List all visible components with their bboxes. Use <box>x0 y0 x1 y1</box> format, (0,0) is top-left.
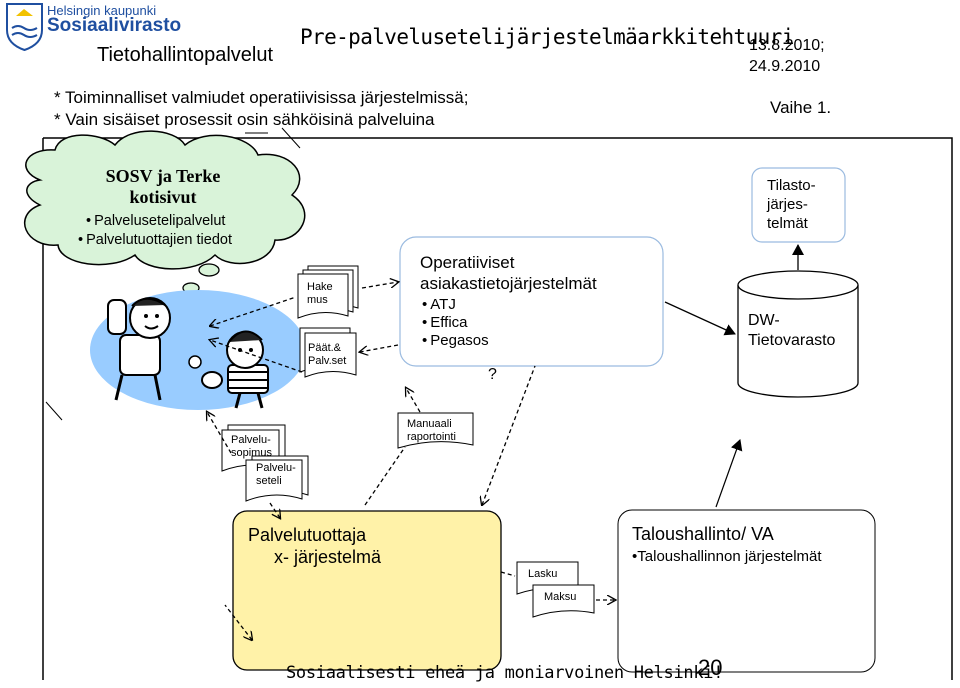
palveluseteli-label-line2: seteli <box>256 475 282 487</box>
customer-cartoon-icon <box>107 297 202 401</box>
cloud-item-list: Palvelusetelipalvelut Palvelutuottajien … <box>78 212 232 250</box>
hakemus-label: Hake mus <box>307 281 333 307</box>
operatiiviset-title: Operatiiviset asiakastietojärjestelmät <box>420 252 597 294</box>
manuaali-label-line2: raportointi <box>407 431 456 443</box>
page-number: 20 <box>698 655 723 680</box>
maksu-document-shape <box>532 584 595 618</box>
footer-slogan: Sosiaalisesti eheä ja moniarvoinen Helsi… <box>286 663 724 683</box>
dw-label-line1: DW- <box>748 312 780 329</box>
city-logo-icon <box>6 3 43 52</box>
cloud-title-line2: kotisivut <box>129 187 197 207</box>
hakemus-label-line2: mus <box>307 294 328 306</box>
date-line1: 13.8.2010; <box>749 37 825 54</box>
palvelutuottaja-label-line2: x- järjestelmä <box>274 547 382 567</box>
operatiiviset-item: Effica <box>422 314 489 332</box>
note-line1: * Toiminnalliset valmiudet operatiivisis… <box>54 88 469 107</box>
palvelutuottaja-label: Palvelutuottaja x- järjestelmä <box>248 524 381 568</box>
palveluseteli-document-shape <box>245 455 309 502</box>
dw-label: DW- Tietovarasto <box>748 311 835 351</box>
talous-bullet: • <box>632 548 638 565</box>
talous-box <box>617 509 876 673</box>
hakemus-document-shape <box>297 265 359 319</box>
cloud-title-line1: SOSV ja Terke <box>105 166 221 186</box>
child-cartoon-icon <box>201 330 269 409</box>
operatiiviset-list: ATJ Effica Pegasos <box>422 296 489 350</box>
palvelutuottaja-box <box>232 510 502 671</box>
palvelusopimus-label: Palvelu- sopimus <box>231 434 272 460</box>
department-label: Tietohallintopalvelut <box>97 44 274 66</box>
palvelusopimus-label-line2: sopimus <box>231 447 272 459</box>
lasku-label: Lasku <box>528 568 558 580</box>
palveluseteli-label-line1: Palvelu- <box>256 462 296 474</box>
connectors <box>207 244 804 640</box>
frame-ticks <box>45 127 301 421</box>
org-name-line2: Sosiaalivirasto <box>47 15 182 36</box>
page-title: Pre-palvelusetelijärjestelmäarkkitehtuur… <box>300 25 794 49</box>
cloud-item: Palvelusetelipalvelut <box>86 212 232 231</box>
tilasto-label-line2: järjes- <box>767 196 808 213</box>
paatos-label: Päät.& Palv.set <box>308 342 346 368</box>
dw-label-line2: Tietovarasto <box>748 332 836 349</box>
org-name-line1: Helsingin kaupunki <box>47 3 157 18</box>
paatos-document-shape <box>299 327 357 378</box>
manuaali-label-line1: Manuaali <box>407 418 452 430</box>
palveluseteli-label: Palvelu- seteli <box>256 462 296 488</box>
dw-cylinder <box>737 270 859 398</box>
operatiiviset-title-line1: Operatiiviset <box>420 253 515 272</box>
operatiiviset-item: ATJ <box>422 296 489 314</box>
question-mark: ? <box>488 366 497 383</box>
talous-item-text: Taloushallinnon järjestelmät <box>637 548 822 565</box>
hakemus-label-line1: Hake <box>307 281 333 293</box>
palvelutuottaja-label-line1: Palvelutuottaja <box>248 525 367 545</box>
cloud-item: Palvelutuottajien tiedot <box>78 231 232 250</box>
tilasto-label: Tilasto- järjes- telmät <box>767 176 816 233</box>
manuaali-document-shape <box>397 412 474 449</box>
date-line2: 24.9.2010 <box>749 58 821 75</box>
paatos-label-line1: Päät.& <box>308 342 342 354</box>
operatiiviset-title-line2: asiakastietojärjestelmät <box>420 274 597 293</box>
tilasto-label-line1: Tilasto- <box>767 177 816 194</box>
paatos-label-line2: Palv.set <box>308 355 347 367</box>
talous-item: •Taloushallinnon järjestelmät <box>632 548 822 565</box>
note-line2: * Vain sisäiset prosessit osin sähköisin… <box>54 110 435 129</box>
palvelusopimus-label-line1: Palvelu- <box>231 434 271 446</box>
tilasto-box <box>751 167 846 243</box>
talous-title: Taloushallinto/ VA <box>632 524 774 544</box>
tilasto-label-line3: telmät <box>767 215 808 232</box>
manuaali-label: Manuaali raportointi <box>407 418 456 444</box>
cloud-title: SOSV ja Terke kotisivut <box>98 166 228 208</box>
phase-label: Vaihe 1. <box>770 98 832 117</box>
operatiiviset-item: Pegasos <box>422 332 488 350</box>
maksu-label: Maksu <box>544 591 577 603</box>
